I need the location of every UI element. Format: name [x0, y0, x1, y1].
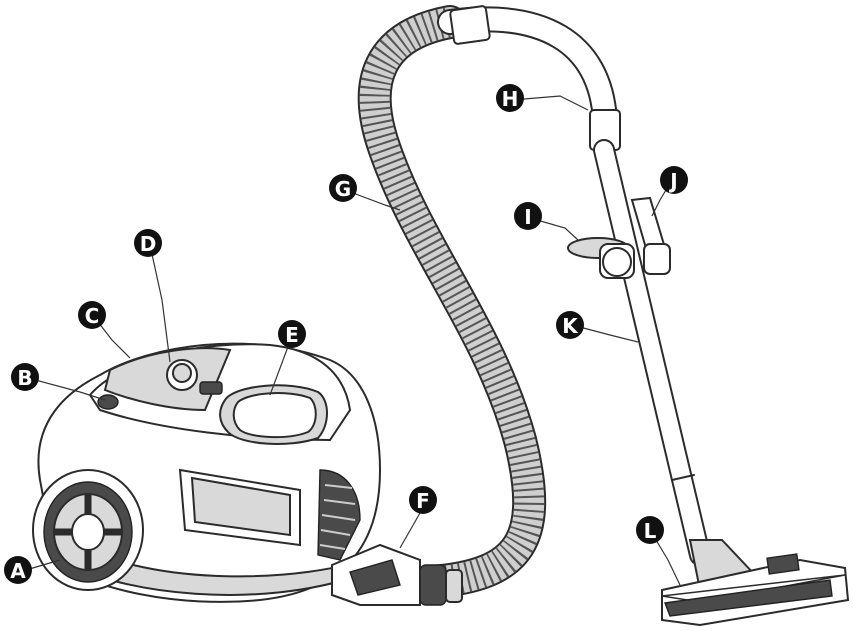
callout-a: A — [4, 556, 32, 584]
floor-nozzle — [661, 539, 850, 627]
accessory-clip — [567, 237, 635, 279]
callout-f: F — [409, 486, 437, 514]
crevice-tool — [630, 196, 671, 275]
callout-k: K — [556, 311, 584, 339]
callout-d: D — [134, 229, 162, 257]
callout-k-label: K — [562, 314, 579, 338]
callout-d-label: D — [140, 232, 157, 256]
callout-b: B — [11, 363, 39, 391]
callout-e-label: E — [285, 323, 299, 347]
callout-h: H — [496, 84, 524, 112]
callout-l: L — [636, 516, 664, 544]
leader-lines — [25, 95, 681, 586]
callout-c-label: C — [85, 304, 100, 328]
callout-f-label: F — [416, 489, 430, 513]
callout-i-label: I — [524, 205, 531, 229]
handle-tube — [437, 5, 621, 151]
telescopic-tube — [593, 139, 711, 566]
callout-j: J — [660, 166, 688, 194]
callout-c: C — [78, 301, 106, 329]
callout-j-label: J — [668, 169, 677, 193]
callout-l-label: L — [644, 519, 657, 543]
wheel — [32, 469, 144, 591]
callout-g-label: G — [335, 177, 351, 201]
callout-i: I — [514, 202, 542, 230]
callout-e: E — [278, 320, 306, 348]
callout-h-label: H — [502, 87, 519, 111]
hose — [357, 5, 547, 599]
hose-connector — [331, 543, 463, 606]
callout-g: G — [329, 174, 357, 202]
callout-b-label: B — [17, 366, 32, 390]
callout-a-label: A — [10, 559, 26, 583]
